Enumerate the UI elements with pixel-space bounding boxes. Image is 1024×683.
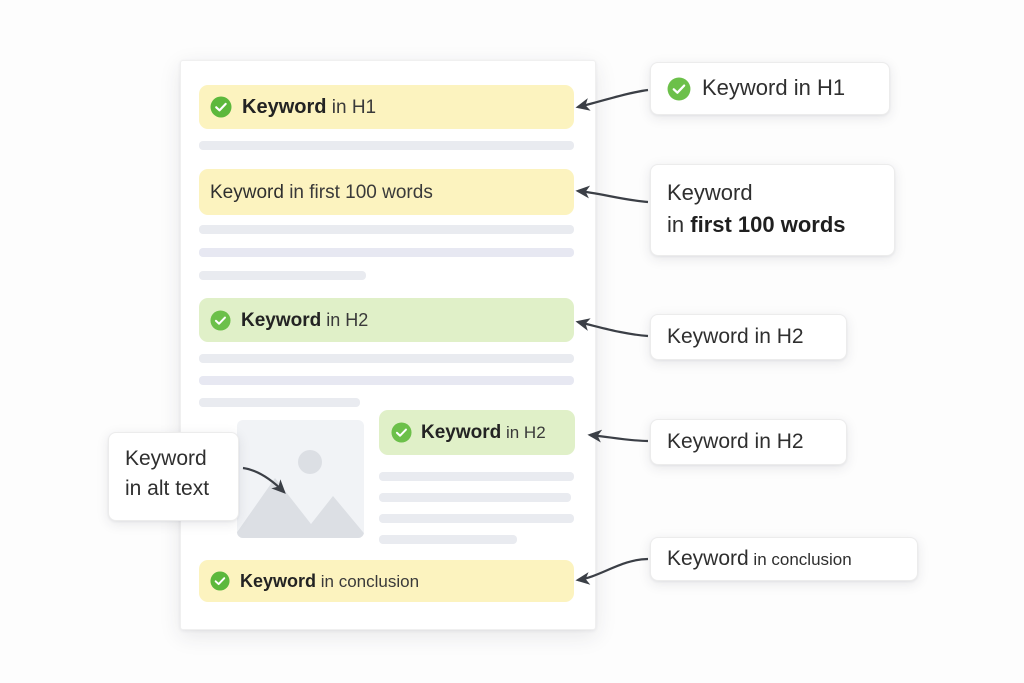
check-circle-icon bbox=[667, 77, 691, 100]
doc-bar-h1-keyword: Keyword bbox=[242, 96, 327, 118]
doc-bar-keyword-in-first-100-words[interactable]: Keyword in first 100 words bbox=[199, 169, 574, 215]
skeleton-line bbox=[379, 472, 574, 481]
skeleton-line bbox=[199, 271, 366, 280]
doc-bar-first100-keyword: Keyword bbox=[210, 181, 284, 203]
callout-h2-1-suffix: in H2 bbox=[748, 324, 804, 348]
callout-first100-line1: Keyword bbox=[667, 180, 753, 205]
callout-h2-2-suffix: in H2 bbox=[748, 429, 804, 453]
skeleton-line bbox=[199, 141, 574, 150]
callout-first100-line2-bold: first 100 words bbox=[690, 212, 846, 238]
arrow-to-h2-bar-second bbox=[587, 429, 649, 443]
callout-keyword-in-h2-first[interactable]: Keyword in H2 bbox=[650, 314, 847, 360]
doc-bar-first100-suffix: in first 100 words bbox=[283, 181, 433, 203]
callout-keyword-in-h1[interactable]: Keyword in H1 bbox=[650, 62, 890, 115]
callout-alt-text-line1: Keyword bbox=[125, 447, 207, 470]
doc-bar-h2-1-keyword: Keyword bbox=[241, 309, 322, 331]
image-placeholder bbox=[237, 420, 364, 538]
check-circle-icon bbox=[210, 309, 231, 331]
callout-keyword-in-h2-second[interactable]: Keyword in H2 bbox=[650, 419, 847, 465]
doc-bar-keyword-in-conclusion[interactable]: Keyword in conclusion bbox=[199, 560, 574, 602]
skeleton-line bbox=[379, 514, 574, 523]
skeleton-line bbox=[199, 225, 574, 234]
doc-bar-keyword-in-h2-second[interactable]: Keyword in H2 bbox=[379, 410, 575, 455]
callout-h1-suffix: in H1 bbox=[787, 75, 846, 101]
skeleton-line bbox=[379, 535, 517, 544]
doc-bar-h2-2-keyword: Keyword bbox=[421, 422, 502, 443]
doc-bar-h2-1-suffix: in H2 bbox=[321, 309, 369, 330]
callout-h2-2-keyword: Keyword bbox=[667, 429, 749, 453]
skeleton-line bbox=[379, 493, 571, 502]
doc-bar-keyword-in-h2-first[interactable]: Keyword in H2 bbox=[199, 298, 574, 342]
check-circle-icon bbox=[210, 96, 232, 118]
skeleton-line bbox=[199, 376, 574, 385]
callout-h1-keyword: Keyword bbox=[702, 75, 788, 101]
callout-alt-text-line2: in alt text bbox=[125, 476, 210, 500]
image-placeholder-icon bbox=[237, 450, 364, 538]
skeleton-line bbox=[199, 248, 574, 257]
callout-conclusion-suffix: in conclusion bbox=[748, 549, 852, 569]
doc-bar-conclusion-suffix: in conclusion bbox=[316, 572, 420, 591]
doc-bar-h1-suffix: in H1 bbox=[326, 97, 377, 118]
callout-keyword-in-conclusion[interactable]: Keyword in conclusion bbox=[650, 537, 918, 581]
check-circle-icon bbox=[391, 422, 412, 443]
callout-conclusion-keyword: Keyword bbox=[667, 546, 749, 570]
doc-bar-h2-2-suffix: in H2 bbox=[501, 423, 546, 442]
check-circle-icon bbox=[210, 571, 230, 591]
callout-keyword-in-alt-text[interactable]: Keyword in alt text bbox=[108, 432, 239, 521]
doc-bar-keyword-in-h1[interactable]: Keyword in H1 bbox=[199, 85, 574, 129]
skeleton-line bbox=[199, 398, 360, 407]
skeleton-line bbox=[199, 354, 574, 363]
callout-h2-1-keyword: Keyword bbox=[667, 324, 749, 348]
callout-keyword-in-first-100-words[interactable]: Keyword in first 100 words bbox=[650, 164, 895, 256]
doc-bar-conclusion-keyword: Keyword bbox=[240, 571, 317, 591]
callout-first100-line2-prefix: in bbox=[667, 212, 691, 238]
